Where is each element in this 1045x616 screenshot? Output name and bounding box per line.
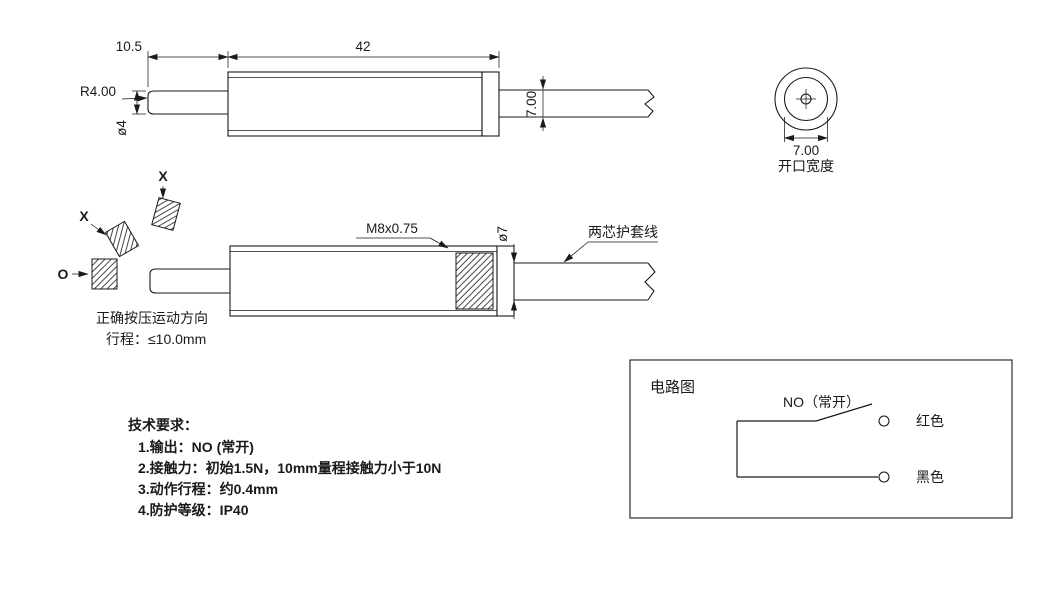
- terminal-red: [878, 415, 890, 427]
- thread-spec-leader: [356, 237, 449, 249]
- contact-label: NO（常开）: [783, 394, 860, 410]
- stroke-caption: 行程：≤10.0mm: [106, 331, 206, 347]
- circuit-title: 电路图: [650, 379, 695, 396]
- dim-thread-length-label: 42: [355, 39, 370, 54]
- circuit-wires: [736, 403, 878, 478]
- dim-body-diameter-label: ø7: [495, 226, 510, 242]
- press-direction-caption: 正确按压运动方向: [96, 310, 208, 326]
- tech-requirement-item: 1.输出：NO (常开): [138, 439, 254, 455]
- dim-cable-diameter-label: 7.00: [524, 91, 539, 117]
- thread-spec-label: M8x0.75: [366, 221, 418, 236]
- black-wire-label: 黑色: [916, 469, 944, 485]
- red-wire-label: 红色: [916, 413, 944, 429]
- terminal-black: [878, 471, 890, 483]
- hatched-block-o: [91, 258, 118, 290]
- marker-x-top-label: X: [158, 168, 168, 184]
- thread-body-top-view: [227, 71, 483, 137]
- dim-plunger-length-label: 10.5: [116, 39, 142, 54]
- cable-leader: [563, 241, 658, 263]
- hatched-block-x-left: [104, 220, 140, 258]
- cable-front-view: [514, 262, 656, 301]
- dimension-42: [227, 51, 500, 68]
- dim-tip-radius-label: R4.00: [80, 84, 116, 99]
- outer-circle: [774, 67, 838, 131]
- plunger-front-view: [149, 268, 230, 294]
- cable-top-view: [499, 89, 655, 118]
- tech-requirement-item: 3.动作行程：约0.4mm: [138, 481, 278, 497]
- plunger-top-view: [147, 90, 228, 115]
- tech-requirement-item: 2.接触力：初始1.5N，10mm量程接触力小于10N: [138, 460, 441, 476]
- circuit-box: [629, 359, 1013, 519]
- press-direction-markers: X X O 正确按压运动方向 行程：≤10.0mm: [58, 168, 208, 347]
- hatched-block-x-top: [151, 197, 181, 231]
- opening-width-caption: 开口宽度: [778, 158, 834, 174]
- tech-requirement-item: 4.防护等级：IP40: [138, 502, 249, 518]
- section-hatch-area: [455, 252, 494, 310]
- collar-front-view: [496, 245, 515, 317]
- switch-blade: [815, 403, 873, 422]
- side-view-top: 10.5 42 R4.00 ø4 7.00: [80, 39, 655, 137]
- marker-x-left-arrow: [90, 223, 107, 236]
- cable-label: 两芯护套线: [588, 224, 658, 240]
- end-view: 7.00 开口宽度: [774, 67, 838, 174]
- tech-requirements-title: 技术要求：: [128, 417, 198, 433]
- dimension-10-5: [147, 51, 229, 87]
- inner-circle: [783, 76, 829, 122]
- marker-o-label: O: [58, 266, 69, 282]
- technical-requirements: 技术要求： 1.输出：NO (常开) 2.接触力：初始1.5N，10mm量程接触…: [128, 417, 441, 518]
- collar-top-view: [481, 71, 500, 137]
- marker-x-left-label: X: [79, 208, 89, 224]
- tip-radius-leader: [121, 95, 148, 102]
- dim-opening-width-label: 7.00: [793, 143, 819, 158]
- dimension-opening-width: [784, 117, 828, 142]
- circuit-diagram: 电路图 NO（常开） 红色 黑色: [629, 359, 1013, 519]
- side-view-front: M8x0.75 ø7 两芯护套线: [149, 221, 658, 319]
- dimension-dia4: [132, 90, 146, 115]
- dim-plunger-diameter-label: ø4: [114, 120, 129, 136]
